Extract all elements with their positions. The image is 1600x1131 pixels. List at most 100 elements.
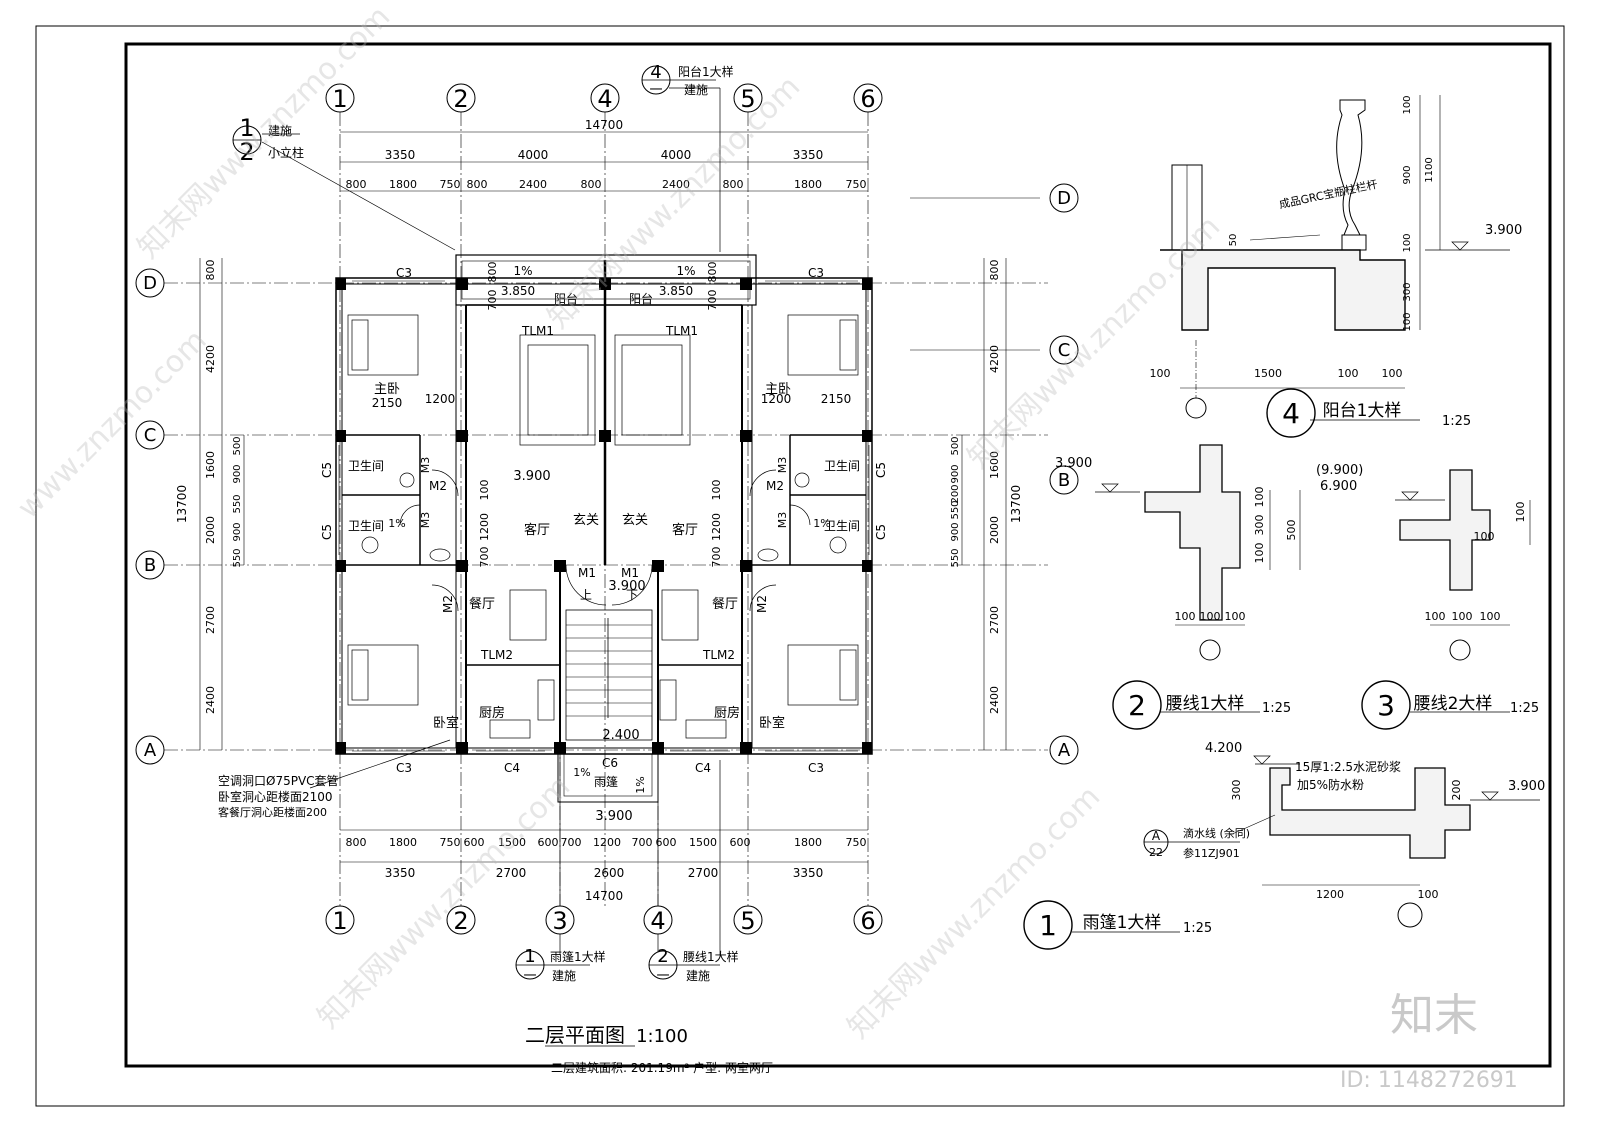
dim-top-mid-4: 3350 xyxy=(793,148,824,162)
watermark-site-3: 知末网www.znzmo.com xyxy=(961,209,1227,475)
detail-4-dim-v2: 900 xyxy=(1402,165,1413,184)
detail-4-drawing xyxy=(1160,95,1510,438)
room-foyer-left: 玄关 xyxy=(573,513,599,528)
grid-axis-1-bottom: 1 xyxy=(332,907,347,935)
callout-small-column-label: 小立柱 xyxy=(268,145,304,160)
dim-top-detail-1: 800 xyxy=(346,178,367,191)
tag-m3-1: M3 xyxy=(419,457,432,474)
detail-2-scale: 1:25 xyxy=(1262,701,1291,716)
detail-4-title: 阳台1大样 xyxy=(1323,401,1402,421)
callout-balcony-sheet: 一 xyxy=(649,83,662,98)
dim-bottom-detail-3: 750 xyxy=(440,836,461,849)
tag-tlm1-right: TLM1 xyxy=(665,324,698,338)
dim-bottom-detail-14: 750 xyxy=(846,836,867,849)
elev-balcony-right: 3.850 xyxy=(659,284,693,298)
detail-2-drawing xyxy=(1095,444,1301,730)
slope-canopy-right: 1% xyxy=(634,776,647,793)
room-master-bed-left: 主卧 xyxy=(374,382,400,397)
detail-2-dim-h2: 100 xyxy=(1200,610,1221,623)
dim-living-right-1200: 1200 xyxy=(710,513,723,541)
detail-1-drip: 滴水线 (余同) xyxy=(1183,826,1250,840)
dim-bottom-detail-13: 1800 xyxy=(794,836,822,849)
grid-axis-b-right: B xyxy=(1058,470,1070,491)
dim-bottom-detail-9: 700 xyxy=(632,836,653,849)
dim-top-detail-8: 800 xyxy=(723,178,744,191)
dim-balcony-right-700: 700 xyxy=(706,290,719,311)
callout-canopy-ref: 建施 xyxy=(552,969,576,983)
dim-master-left-2150: 2150 xyxy=(372,396,403,410)
tag-m2-3: M2 xyxy=(441,595,455,613)
dim-bottom-detail-5: 1500 xyxy=(498,836,526,849)
detail-4-dim-v1: 100 xyxy=(1402,95,1413,114)
detail-1-drawing xyxy=(1023,755,1540,950)
detail-4-dim-h2: 1500 xyxy=(1254,367,1282,380)
detail-2-dim-h3: 100 xyxy=(1225,610,1246,623)
detail-1-elev-2: 3.900 xyxy=(1508,779,1545,794)
dim-top-detail-5: 2400 xyxy=(519,178,547,191)
detail-4-num: 4 xyxy=(1282,397,1300,430)
detail-4-dim-50: 50 xyxy=(1228,234,1239,247)
dim-balcony-right-800: 800 xyxy=(706,262,719,283)
detail-3-scale: 1:25 xyxy=(1510,701,1539,716)
dim-bottom-detail-10: 600 xyxy=(656,836,677,849)
detail-1-dim-200: 200 xyxy=(1450,780,1463,801)
tag-c3-top-right: C3 xyxy=(808,266,824,280)
detail-1-dim-300: 300 xyxy=(1230,780,1243,801)
stair-down-label: 下 xyxy=(626,588,638,602)
dim-bottom-detail-4: 600 xyxy=(464,836,485,849)
tag-m1-left: M1 xyxy=(578,566,596,580)
tag-m3-4: M3 xyxy=(776,512,789,529)
slope-canopy-left: 1% xyxy=(573,766,590,779)
detail-4-dim-v6: 100 xyxy=(1402,312,1413,331)
callout-ac-note-1: 空调洞口Ø75PVC套管 xyxy=(218,773,339,788)
tag-tlm1-left: TLM1 xyxy=(521,324,554,338)
detail-2-dim-v2: 300 xyxy=(1253,515,1266,536)
room-bath-3: 卫生间 xyxy=(824,459,860,473)
dim-left-mid-3: 1600 xyxy=(204,451,217,479)
callout-canopy-label: 雨篷1大样 xyxy=(550,949,606,964)
detail-1-drip-sheet: 22 xyxy=(1149,846,1163,859)
dim-bottom-mid-5: 3350 xyxy=(793,866,824,880)
detail-1-note-1: 15厚1:2.5水泥砂浆 xyxy=(1295,759,1401,774)
tag-m2-4: M2 xyxy=(755,595,769,613)
dim-left-total: 13700 xyxy=(175,485,189,523)
dim-top-detail-3: 750 xyxy=(440,178,461,191)
detail-3-dim-h2: 100 xyxy=(1452,610,1473,623)
tag-c3-bottom-left: C3 xyxy=(396,761,412,775)
dim-left-mid-1: 800 xyxy=(204,260,217,281)
grid-axis-c-left: C xyxy=(144,425,157,446)
tag-c5-4: C5 xyxy=(874,524,888,540)
dim-right-mid-3: 1600 xyxy=(988,451,1001,479)
tag-c3-top-left: C3 xyxy=(396,266,412,280)
detail-1-dim-100: 100 xyxy=(1418,888,1439,901)
dim-living-left-100: 100 xyxy=(478,480,491,501)
detail-4-scale: 1:25 xyxy=(1442,414,1471,429)
detail-4-dim-v3: 1100 xyxy=(1424,157,1435,182)
callout-balcony-ref: 建施 xyxy=(684,83,708,97)
tag-c4-left: C4 xyxy=(504,761,520,775)
dim-right-mid-5: 2700 xyxy=(988,606,1001,634)
watermark-site-5: 知末网www.znzmo.com xyxy=(841,779,1107,1045)
grid-axis-6-bottom: 6 xyxy=(860,907,875,935)
tag-c5-2: C5 xyxy=(320,524,334,540)
tag-c5-3: C5 xyxy=(874,462,888,478)
detail-1-scale: 1:25 xyxy=(1183,921,1212,936)
room-bath-1: 卫生间 xyxy=(348,459,384,473)
tag-m1-right: M1 xyxy=(621,566,639,580)
grid-axis-5-top: 5 xyxy=(740,85,755,113)
room-master-bed-right: 主卧 xyxy=(765,382,791,397)
detail-3-drawing xyxy=(1361,469,1531,730)
detail-4-dim-h3: 100 xyxy=(1338,367,1359,380)
detail-3-title: 腰线2大样 xyxy=(1414,694,1493,714)
detail-1-drip-num: A xyxy=(1152,829,1161,843)
dim-right-detail-1: 500 xyxy=(950,436,961,455)
dim-top-detail-6: 800 xyxy=(581,178,602,191)
dim-bottom-detail-8: 1200 xyxy=(593,836,621,849)
detail-4-grc: 成品GRC宝瓶柱栏杆 xyxy=(1278,177,1379,212)
room-dining-left: 餐厅 xyxy=(469,596,495,612)
tag-tlm2-right: TLM2 xyxy=(702,648,735,662)
room-bedroom-left: 卧室 xyxy=(433,715,459,731)
floor-plan xyxy=(164,87,1048,955)
detail-3-elev-1: (9.900) xyxy=(1316,463,1363,478)
